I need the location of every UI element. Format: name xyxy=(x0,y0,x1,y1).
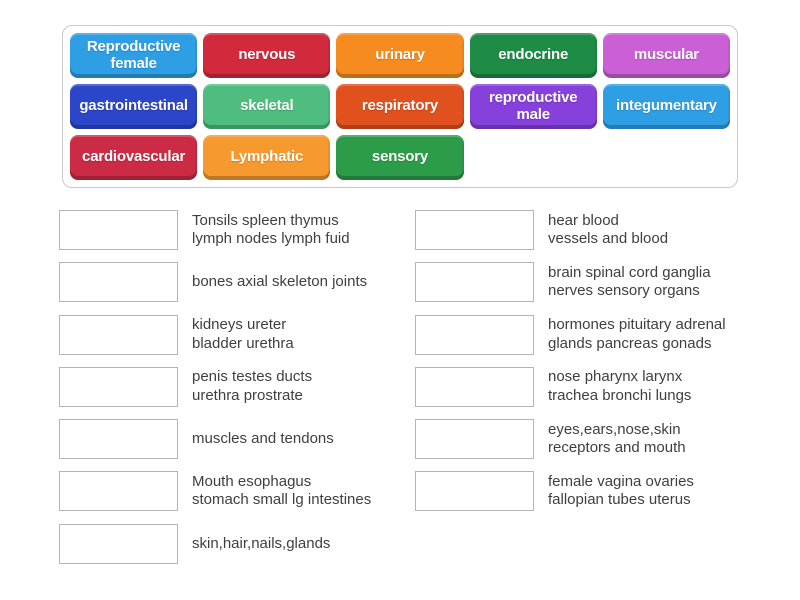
description-line: muscles and tendons xyxy=(192,429,334,447)
answer-slot[interactable] xyxy=(59,523,178,564)
system-tile[interactable]: nervous xyxy=(203,33,331,78)
tile-board: Reproductive female nervous urinary endocri… xyxy=(62,25,738,188)
answer-slot[interactable] xyxy=(415,366,534,407)
tile-label: nervous xyxy=(238,46,296,64)
answer-slot[interactable] xyxy=(415,262,534,303)
description-line: eyes,ears,nose,skin xyxy=(548,420,681,438)
description-line: nerves sensory organs xyxy=(548,282,700,300)
tile-label: Lymphatic xyxy=(230,148,304,166)
system-tile[interactable]: respiratory xyxy=(336,84,464,129)
tile-label: cardiovascular xyxy=(82,148,186,166)
system-tile[interactable]: endocrine xyxy=(469,33,597,78)
description-line: lymph nodes lymph fuid xyxy=(192,230,350,247)
description-line: female vagina ovaries xyxy=(548,472,694,490)
description-line: hear blood xyxy=(548,211,619,229)
description-line: nose pharynx larynx xyxy=(548,368,683,386)
description-line: brain spinal cord ganglia xyxy=(548,263,711,281)
system-tile[interactable]: Reproductive female xyxy=(70,33,198,78)
description-line: stomach small lg intestines xyxy=(192,491,372,509)
answer-slot[interactable] xyxy=(59,471,178,512)
description-line: Tonsils spleen thymus xyxy=(192,211,339,229)
answer-slot[interactable] xyxy=(415,210,534,250)
answer-slot[interactable] xyxy=(59,262,178,303)
description-line: hormones pituitary adrenal xyxy=(548,316,726,334)
tile-label: gastrointestinal xyxy=(79,97,188,115)
description-line: glands pancreas gonads xyxy=(548,334,712,352)
tile-label: muscular xyxy=(633,46,699,64)
answer-slot[interactable] xyxy=(59,366,178,407)
system-tile[interactable]: gastrointestinal xyxy=(70,84,198,129)
system-tile[interactable]: reproductive male xyxy=(469,84,597,129)
description-line: fallopian tubes uterus xyxy=(548,491,691,509)
answer-slot[interactable] xyxy=(59,314,178,355)
match-row: bones axial skeleton joints xyxy=(59,262,371,303)
description-line: penis testes ducts xyxy=(192,368,313,386)
system-tile[interactable]: cardiovascular xyxy=(70,135,198,180)
tile-label: urinary xyxy=(375,46,425,64)
system-tile[interactable]: muscular xyxy=(602,33,730,78)
description-line: skin,hair,nails,glands xyxy=(192,534,331,552)
answer-slot[interactable] xyxy=(415,314,534,355)
tile-label: skeletal xyxy=(240,97,294,115)
tile-label: endocrine xyxy=(498,46,569,64)
answer-slot[interactable] xyxy=(415,471,534,512)
answer-slot[interactable] xyxy=(59,419,178,460)
description-line: Mouth esophagus xyxy=(192,472,312,490)
description-line: receptors and mouth xyxy=(548,439,686,457)
system-tile[interactable]: integumentary xyxy=(602,84,730,129)
tile-label: respiratory xyxy=(361,97,439,115)
description-line: bladder urethra xyxy=(192,334,294,352)
match-row: muscles and tendons xyxy=(59,419,371,460)
tile-label: sensory xyxy=(371,148,429,166)
description-line: vessels and blood xyxy=(548,230,669,247)
match-description: muscles and tendons xyxy=(192,430,334,449)
system-tile[interactable]: skeletal xyxy=(203,84,331,129)
answer-slot[interactable] xyxy=(59,210,178,250)
system-tile[interactable]: Lymphatic xyxy=(203,135,331,180)
system-tile[interactable]: sensory xyxy=(336,135,464,180)
match-description: bones axial skeleton joints xyxy=(192,273,367,292)
description-line: trachea bronchi lungs xyxy=(548,386,692,404)
description-line: kidneys ureter xyxy=(192,316,287,334)
match-row: skin,hair,nails,glands xyxy=(59,523,371,564)
description-line: bones axial skeleton joints xyxy=(192,273,368,291)
tile-label: integumentary xyxy=(616,97,717,115)
match-description: skin,hair,nails,glands xyxy=(192,535,330,554)
system-tile[interactable]: urinary xyxy=(336,33,464,78)
tile-label: reproductive male xyxy=(488,88,578,123)
tile-label: Reproductive female xyxy=(86,37,181,72)
description-line: urethra prostrate xyxy=(192,386,303,404)
answer-slot[interactable] xyxy=(415,419,534,460)
